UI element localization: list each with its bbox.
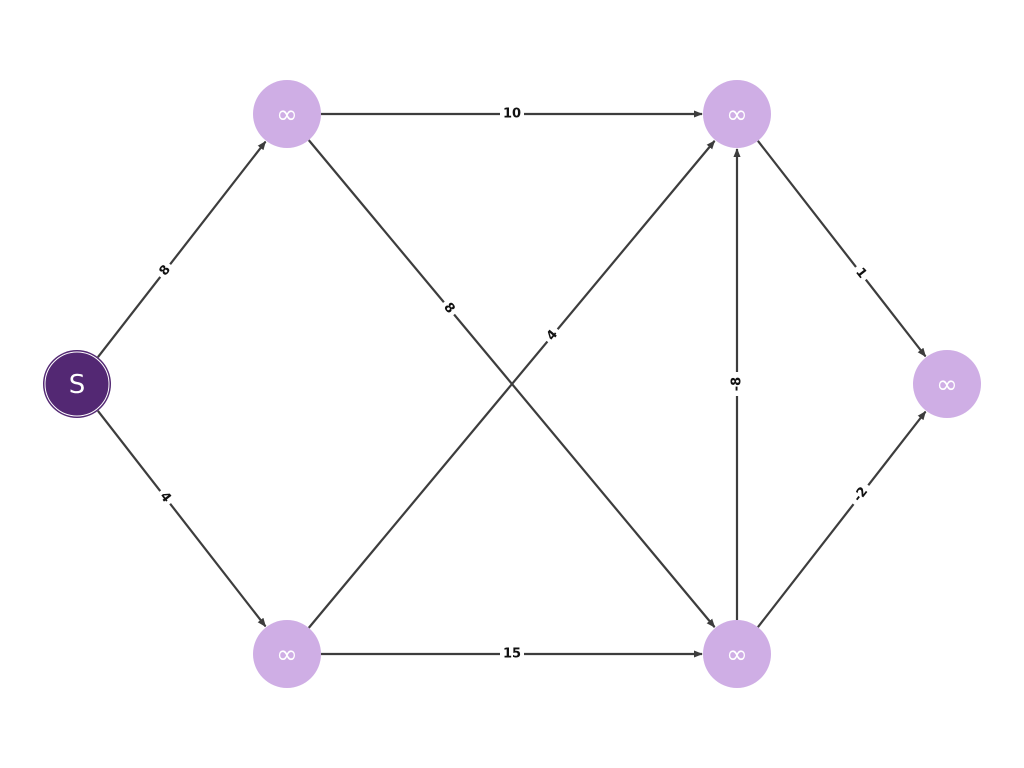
- edge-weight-label: 4: [540, 323, 565, 348]
- edge-B-C: 4: [307, 140, 716, 629]
- node-B[interactable]: ∞: [253, 620, 321, 688]
- node-label: ∞: [726, 640, 748, 670]
- node-T[interactable]: ∞: [913, 350, 981, 418]
- node-C[interactable]: ∞: [703, 80, 771, 148]
- node-ring: [44, 351, 110, 417]
- node-circle: [43, 350, 111, 418]
- node-A[interactable]: ∞: [253, 80, 321, 148]
- edges: 8 4 10 8 4 15 -8 1 -2: [97, 105, 927, 663]
- edge-line: [757, 410, 927, 628]
- edge-line: [97, 410, 267, 628]
- edge-D-T: -2: [757, 410, 927, 628]
- node-circle: [703, 80, 771, 148]
- edge-weight-label: 8: [436, 296, 462, 321]
- edge-weight: 10: [503, 107, 521, 122]
- node-label: S: [69, 370, 86, 400]
- edge-weight-label: -8: [728, 372, 746, 396]
- node-circle: [703, 620, 771, 688]
- edge-A-C: 10: [321, 105, 703, 123]
- source-node[interactable]: S: [43, 350, 111, 418]
- edge-line: [307, 140, 716, 629]
- edge-B-D: 15: [321, 645, 703, 663]
- edge-weight-label: 15: [500, 645, 524, 663]
- edge-weight-label: 1: [848, 261, 873, 286]
- edge-line: [97, 140, 267, 358]
- node-label: ∞: [276, 640, 298, 670]
- edge-S-A: 8: [97, 140, 267, 358]
- edge-weight-label: 4: [153, 485, 178, 510]
- edge-weight: 15: [503, 647, 521, 662]
- node-label: ∞: [726, 100, 748, 130]
- edge-weight-label: 10: [500, 105, 524, 123]
- edge-D-C: -8: [728, 148, 746, 620]
- node-label: ∞: [276, 100, 298, 130]
- node-circle: [253, 620, 321, 688]
- node-D[interactable]: ∞: [703, 620, 771, 688]
- edge-weight-label: 8: [153, 258, 178, 283]
- edge-weight: -8: [730, 377, 745, 391]
- node-circle: [253, 80, 321, 148]
- edge-S-B: 4: [97, 410, 267, 628]
- edge-line: [757, 140, 927, 358]
- edge-weight-label: -2: [846, 479, 876, 510]
- nodes: S ∞ ∞ ∞ ∞ ∞: [43, 80, 981, 688]
- edge-C-T: 1: [757, 140, 927, 358]
- node-label: ∞: [936, 370, 958, 400]
- node-circle: [913, 350, 981, 418]
